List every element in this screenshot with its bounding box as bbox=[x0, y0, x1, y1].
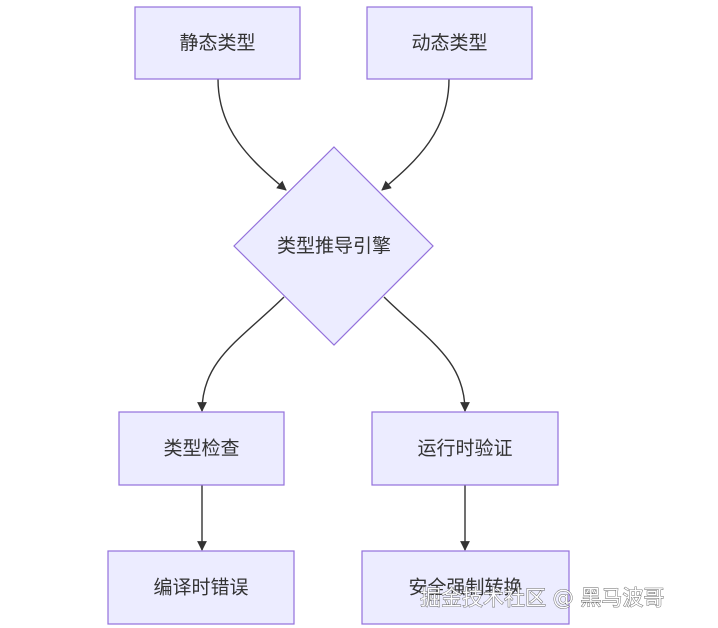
node-type-check: 类型检查 bbox=[118, 411, 285, 486]
edge-engine-to-runtime-validation bbox=[383, 296, 470, 412]
node-runtime-validation: 运行时验证 bbox=[371, 411, 559, 486]
node-dynamic-types-label: 动态类型 bbox=[411, 32, 487, 54]
edge-static-to-engine bbox=[217, 78, 287, 191]
node-dynamic-types: 动态类型 bbox=[366, 6, 533, 80]
node-runtime-validation-label: 运行时验证 bbox=[417, 438, 512, 460]
node-compile-error-label: 编译时错误 bbox=[153, 577, 248, 599]
node-inference-engine-label: 类型推导引擎 bbox=[277, 235, 391, 257]
node-safe-cast: 安全强制转换 bbox=[361, 550, 570, 625]
node-compile-error: 编译时错误 bbox=[107, 550, 295, 625]
edge-engine-to-type-check bbox=[197, 296, 285, 412]
watermark: 掘金技术社区 @ 黑马波哥 bbox=[420, 586, 664, 610]
node-safe-cast-label: 安全强制转换 bbox=[408, 577, 522, 599]
node-static-types: 静态类型 bbox=[134, 6, 301, 80]
node-static-types-label: 静态类型 bbox=[179, 32, 255, 54]
node-type-check-label: 类型检查 bbox=[163, 438, 239, 460]
node-inference-engine: 类型推导引擎 bbox=[233, 146, 434, 346]
edge-dynamic-to-engine bbox=[381, 78, 450, 191]
